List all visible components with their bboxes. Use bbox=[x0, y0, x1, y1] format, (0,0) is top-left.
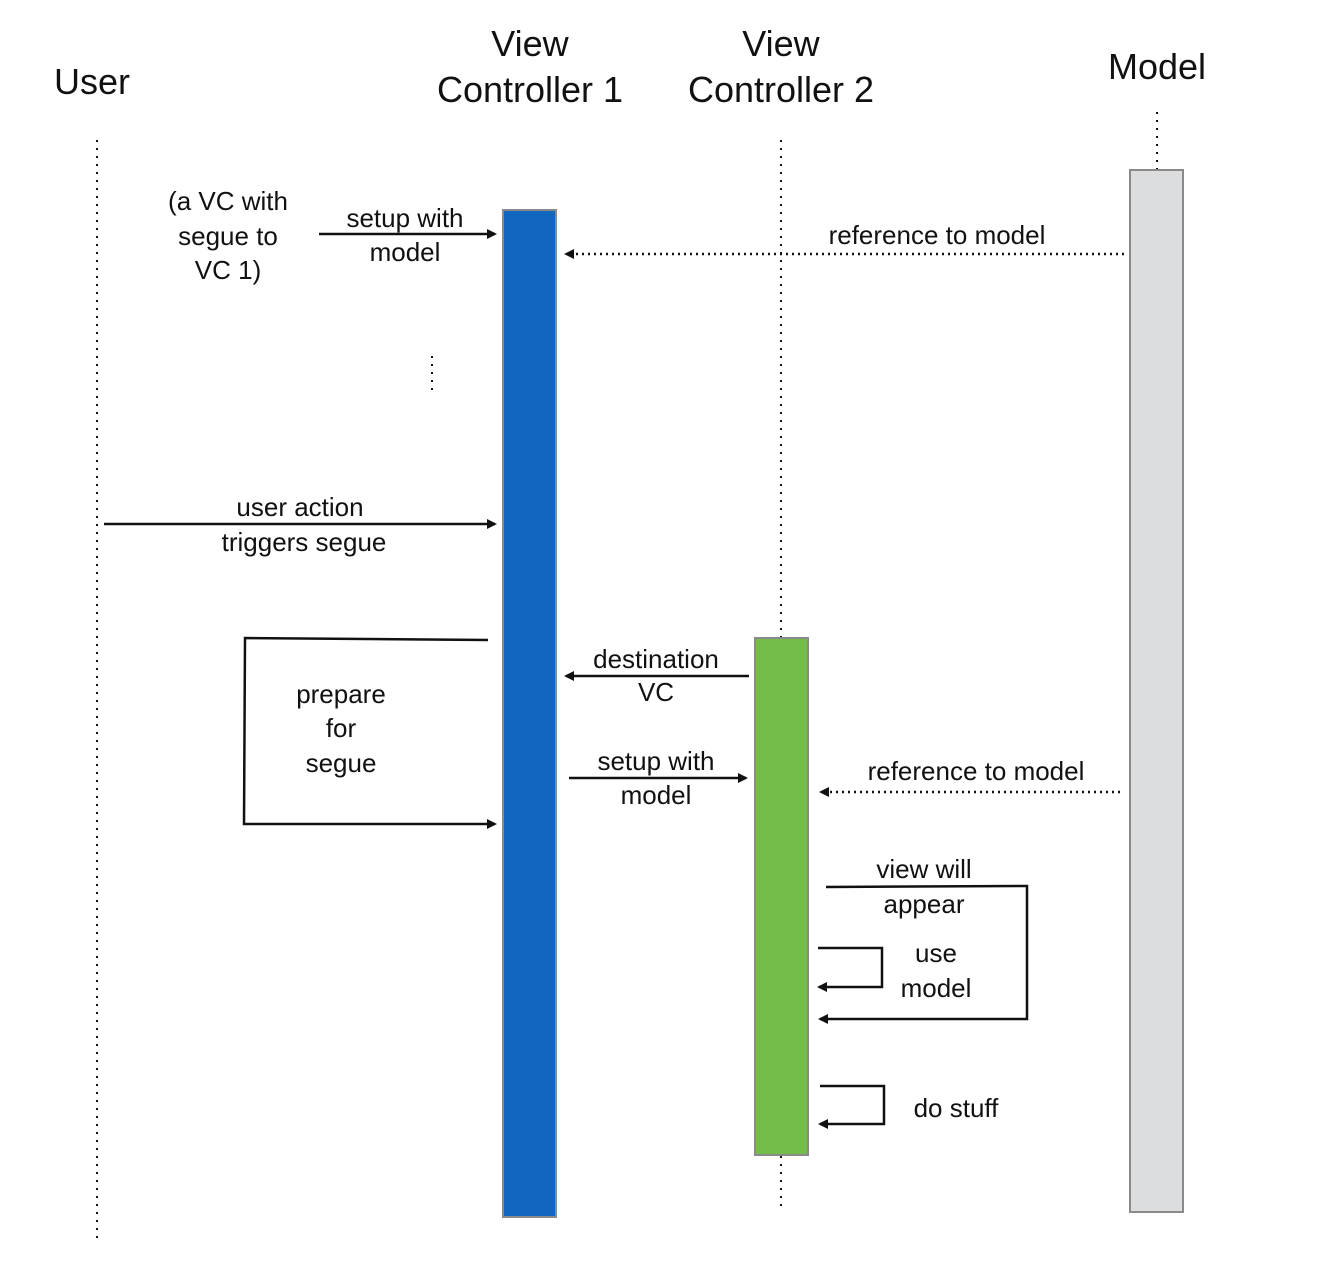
model-ref-vc2-label: reference to model bbox=[868, 756, 1085, 786]
vc2-activation-bar bbox=[754, 637, 809, 1156]
view-will-appear-loop bbox=[818, 884, 1029, 1024]
participant-user-label: User bbox=[54, 61, 130, 102]
prepare-label-line1: prepare bbox=[296, 679, 386, 709]
do-stuff-loop bbox=[818, 1084, 886, 1129]
participant-vc1-label-line1: View bbox=[491, 23, 569, 64]
prepare-label-line2: for bbox=[326, 713, 357, 743]
user-action-label-line1: user action bbox=[236, 492, 363, 522]
view-will-appear-label-line1: view will bbox=[876, 854, 971, 884]
setup-vc1-label-line2: model bbox=[370, 237, 441, 267]
origin-note-line2: segue to bbox=[178, 221, 278, 251]
destination-label-line1: destination bbox=[593, 644, 719, 674]
vc1-activation-bar bbox=[502, 209, 557, 1218]
view-will-appear-label-line2: appear bbox=[884, 889, 965, 919]
do-stuff-label: do stuff bbox=[914, 1093, 1000, 1123]
model-activation-bar bbox=[1129, 169, 1184, 1213]
user-action-label-line2: triggers segue bbox=[222, 527, 387, 557]
setup-vc1-label-line1: setup with bbox=[346, 203, 463, 233]
use-model-label-line1: use bbox=[915, 938, 957, 968]
use-model-label-line2: model bbox=[901, 973, 972, 1003]
setup-vc2-label-line2: model bbox=[621, 780, 692, 810]
prepare-label-line3: segue bbox=[306, 748, 377, 778]
setup-vc2-label-line1: setup with bbox=[597, 746, 714, 776]
origin-note-line1: (a VC with bbox=[168, 186, 288, 216]
participant-vc2-label-line1: View bbox=[742, 23, 820, 64]
participant-vc2-label-line2: Controller 2 bbox=[688, 69, 874, 110]
participant-vc1-label-line2: Controller 1 bbox=[437, 69, 623, 110]
participant-model-label: Model bbox=[1108, 46, 1206, 87]
use-model-loop bbox=[817, 946, 884, 992]
prepare-segue-loop bbox=[242, 636, 497, 829]
origin-note-line3: VC 1) bbox=[195, 255, 261, 285]
destination-label-line2: VC bbox=[638, 677, 674, 707]
model-ref-vc1-label: reference to model bbox=[829, 220, 1046, 250]
